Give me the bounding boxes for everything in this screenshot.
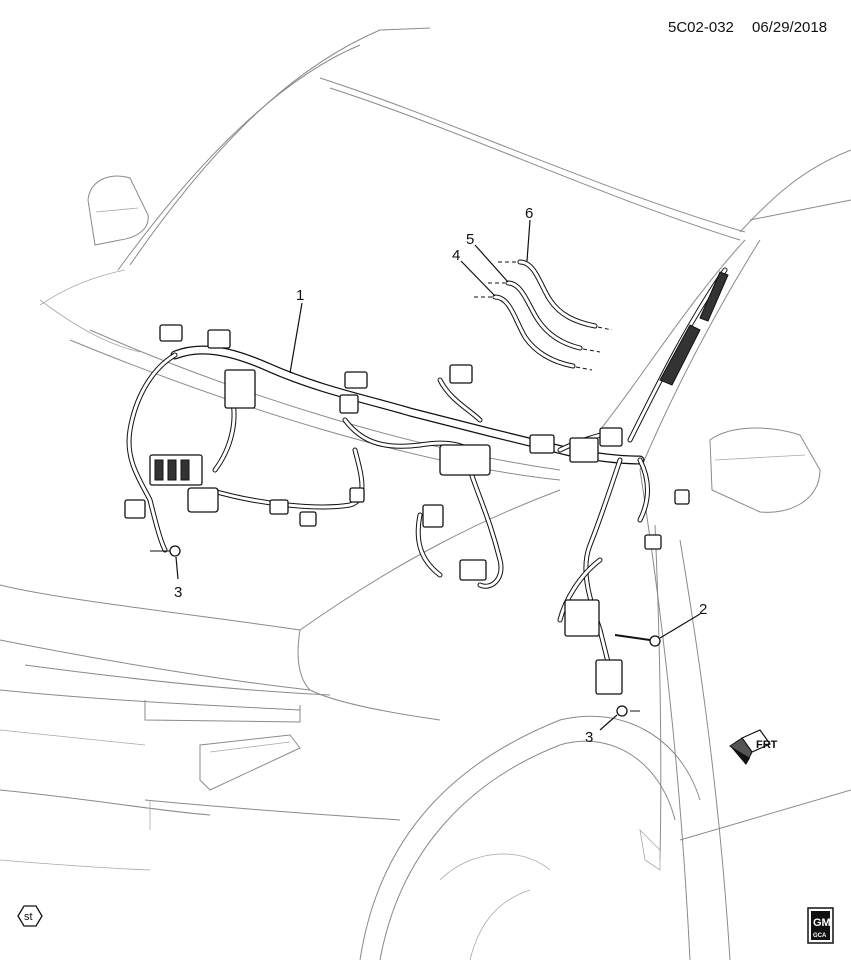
diagram-code: 5C02-032 — [668, 19, 734, 36]
nut-right-icon — [616, 705, 628, 717]
callout-4: 4 — [452, 247, 460, 264]
gm-logo-text: GM — [813, 917, 831, 929]
front-direction-label: FRT — [756, 739, 778, 751]
diagram-date: 06/29/2018 — [752, 19, 827, 36]
st-symbol-icon: st — [17, 905, 43, 927]
callout-6: 6 — [525, 205, 533, 222]
harness-segments-4-5-6 — [474, 259, 613, 371]
gm-logo-icon: GM GCA — [807, 907, 834, 944]
st-symbol-label: st — [24, 911, 33, 923]
callout-1: 1 — [296, 287, 304, 304]
gm-logo-subtext: GCA — [813, 933, 827, 939]
callout-2: 2 — [699, 601, 707, 618]
nut-left-icon — [169, 545, 181, 557]
fasteners — [150, 545, 661, 717]
bolt-icon — [614, 634, 661, 647]
vehicle-body-outline — [0, 27, 851, 960]
harness-connectors — [124, 324, 690, 695]
callout-3-left: 3 — [174, 584, 182, 601]
callout-labels: 1 2 3 3 4 5 6 — [174, 205, 707, 746]
front-direction-arrow-icon: FRT — [729, 729, 778, 765]
callout-3-right: 3 — [585, 729, 593, 746]
instrument-panel-wiring-harness — [126, 267, 729, 693]
callout-5: 5 — [466, 231, 474, 248]
